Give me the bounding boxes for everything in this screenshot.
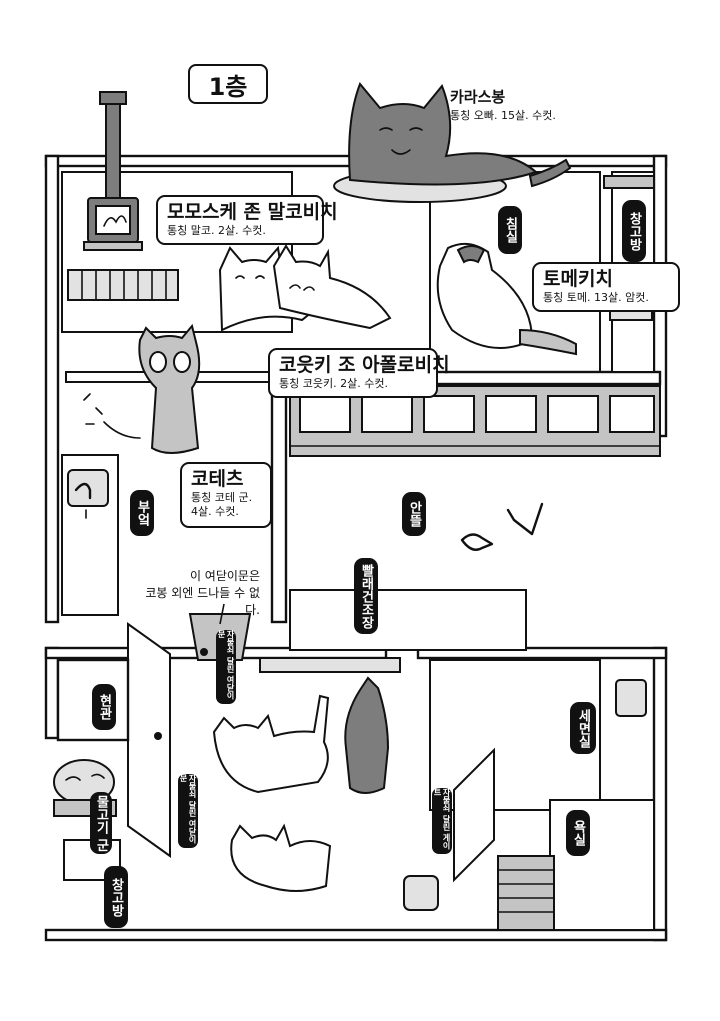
cat-label-tomekichi: 토메키치 통칭 토메. 13살. 암컷. [532,262,680,312]
floor-badge: 1층 [188,64,268,104]
laundry-area [289,589,527,651]
door-tag-gate: 자물쇠 달린 게이트 [432,788,452,854]
room-tag-storage-bottom: 창고방 [104,866,128,928]
cat-kotetsu [83,323,201,454]
room-tag-bedroom: 침실 [498,206,522,254]
cat-label-karasubong: 카라스봉 통칭 오빠. 15살. 수컷. [450,86,556,123]
cats-entrance-area [212,676,390,892]
cat-info: 통칭 오빠. 15살. 수컷. [450,109,556,122]
room-tag-text: 빨래건조장 [358,563,374,629]
cat-label-kotetsu: 코테츠 통칭 코테 군. 4살. 수컷. [180,462,272,528]
cat-karasubong [333,82,572,203]
birds [460,502,544,551]
door-note: 이 여닫이문은 코봉 외엔 드나들 수 없다. [132,568,260,619]
room-tag-text: 욕실 [570,820,586,846]
cat-name: 모모스케 존 말코비치 [167,201,338,223]
cat-label-malco: 모모스케 존 말코비치 통칭 말코. 2살. 수컷. [156,195,338,245]
room-tag-kitchen: 부엌 [130,490,154,536]
room-tag-text: 안뜰 [406,501,422,527]
cat-name: 카라스봉 [450,88,506,106]
room-tag-storage-top: 창고방 [622,200,646,262]
room-tag-yard: 안뜰 [402,492,426,536]
cat-koutki [272,244,392,330]
door-tag-text: 자물쇠 달린 여닫이문 [179,774,197,844]
room-tag-text: 세면실 [575,708,591,748]
room-tag-bathroom: 욕실 [566,810,590,856]
room-tag-washroom: 세면실 [570,702,596,754]
cat-info: 통칭 토메. 13살. 암컷. [543,291,649,304]
cat-info-line-1: 통칭 코테 군. [191,491,253,504]
room-tag-laundry: 빨래건조장 [354,558,378,634]
room-tag-fishtank: 물고기 군 [90,792,112,854]
cat-name: 코읏키 조 아폴로비치 [279,354,450,376]
cat-info: 통칭 코읏키. 2살. 수컷. [279,377,388,390]
cat-info: 통칭 말코. 2살. 수컷. [167,224,266,237]
door-tag-2: 자물쇠 달린 여닫이문 [178,774,198,848]
note-line-1: 이 여닫이문은 [189,569,260,583]
room-tag-text: 창고방 [626,211,642,251]
door-tag-text: 자물쇠 달린 여닫이문 [217,630,235,700]
room-tag-entrance: 현관 [92,684,116,730]
room-tag-text: 침실 [502,217,518,243]
cat-tomekichi [436,242,577,356]
wood-stove [83,91,143,251]
cat-info-line-2: 4살. 수컷. [191,505,239,518]
cat-label-koutki: 코읏키 조 아폴로비치 통칭 코읏키. 2살. 수컷. [268,348,450,398]
door-tag-1: 자물쇠 달린 여닫이문 [216,630,236,704]
room-tag-text: 현관 [96,694,112,720]
kitchen-counter [61,454,119,616]
note-line-2: 코봉 외엔 드나들 수 없다. [145,586,260,617]
door-tag-text: 자물쇠 달린 게이트 [433,788,451,850]
cat-name: 토메키치 [543,268,613,290]
room-tag-text: 창고방 [108,877,124,917]
cat-name: 코테츠 [191,468,244,490]
room-tag-text: 부엌 [134,500,150,526]
room-tag-text: 물고기 군 [93,794,109,852]
